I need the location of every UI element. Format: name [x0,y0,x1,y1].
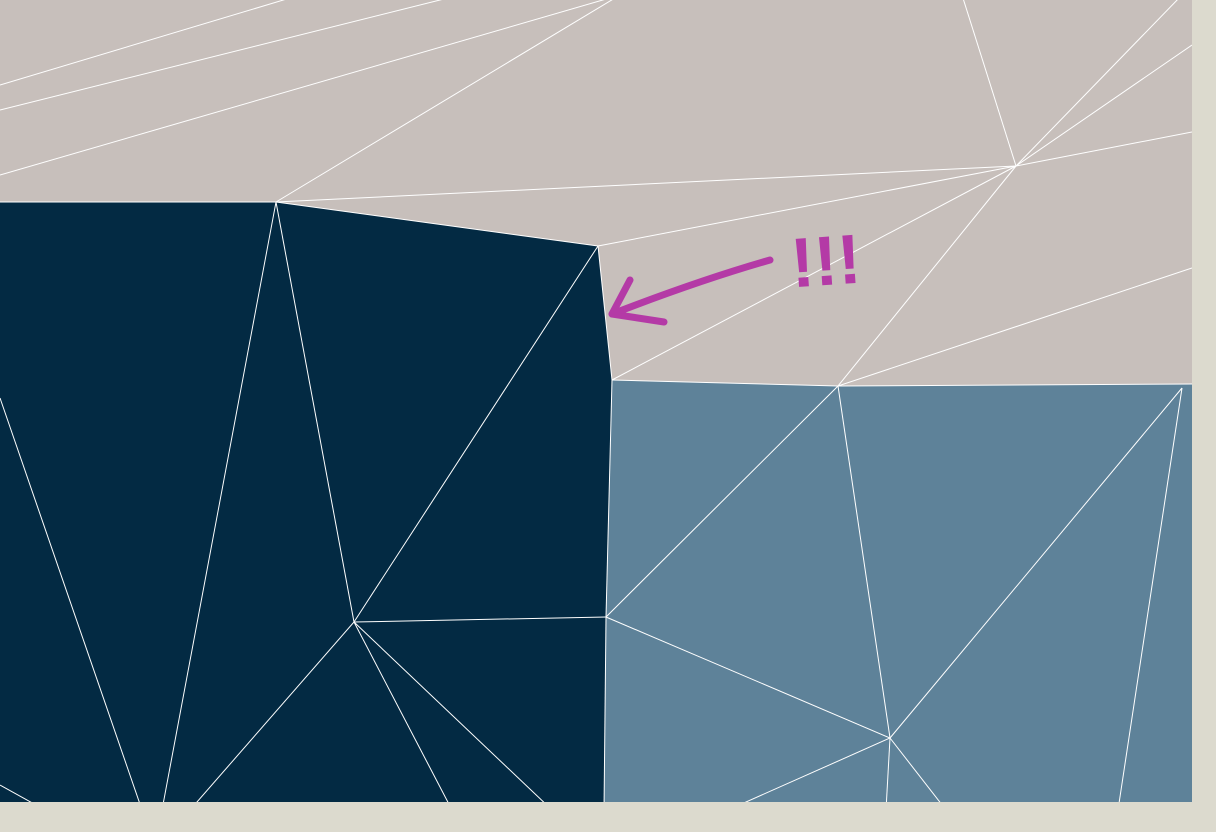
mesh-edge [597,165,1017,247]
mesh-edge [162,201,277,802]
mesh-edge [605,379,613,618]
mesh-edge [1015,44,1192,167]
arrow-left-icon [608,256,774,326]
mesh-edge [837,383,1192,387]
mesh-edges [0,0,1192,802]
mesh-edge [963,0,1017,167]
mesh-edge [605,385,839,618]
mid-region [604,380,1192,802]
mesh-edge [889,737,941,802]
exclamation-mark-text: !!! [788,220,863,303]
mesh-edge [196,621,355,802]
mesh-edge [837,165,1017,387]
annotation: !!! [608,220,863,326]
mesh-edge [1015,131,1192,167]
mesh-edge [744,737,891,802]
mesh-edge [0,0,443,111]
mesh-edge [275,201,355,623]
mesh-edge [603,616,607,802]
mesh-edge [889,387,1183,739]
mesh-edge [597,245,613,381]
mesh-edge [1015,0,1178,167]
mesh-edge [611,379,839,387]
mesh-edge [0,784,32,802]
mesh-edge [0,397,140,802]
mesh-edge [837,385,891,739]
mesh-edge [611,165,1017,381]
mesh-edge [1118,387,1183,802]
mesh-edge [0,0,605,176]
mesh-regions [0,0,1192,802]
mesh-edge [275,0,613,203]
mesh-edge [275,165,1017,203]
light-region [0,0,1192,386]
mesh-edge [353,621,545,802]
mesh-edge [275,201,599,247]
mesh-edge [837,267,1192,387]
mesh-edge [353,621,449,802]
dark-region [0,202,612,802]
mesh-edge [353,245,599,623]
mesh-edge [353,616,607,623]
mesh-edge [885,737,891,802]
mesh-edge [0,0,286,86]
mesh-edge [605,616,891,739]
